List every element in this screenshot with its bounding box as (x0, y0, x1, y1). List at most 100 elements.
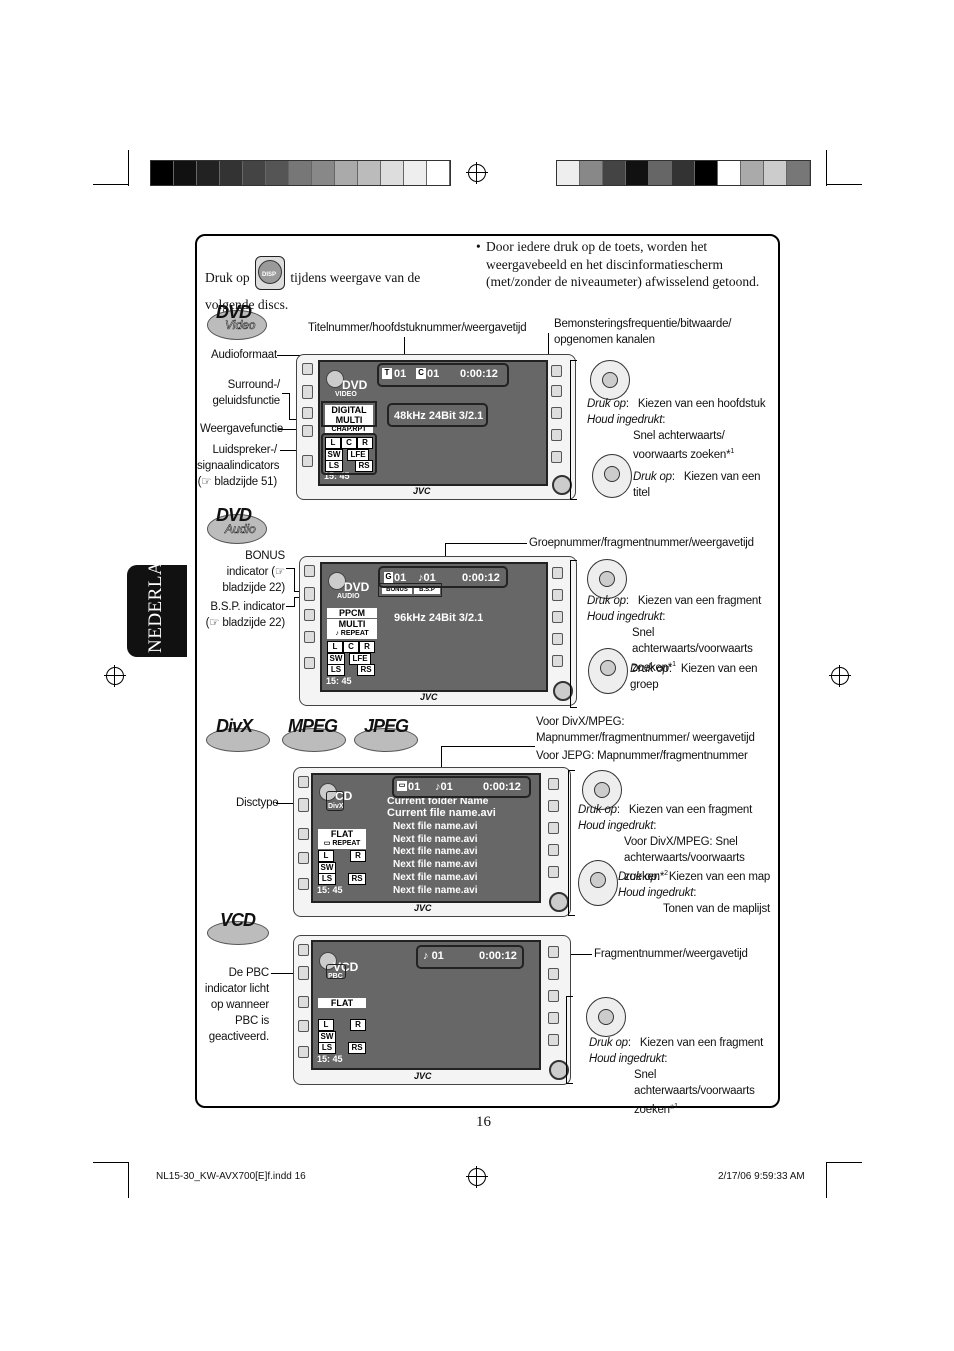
hold-label: Houd ingedrukt (587, 611, 663, 623)
pbc-indicator: PBC (328, 973, 343, 980)
bracket (570, 560, 577, 708)
label-audio-format: Audioformaat (211, 349, 277, 361)
label-surround: Surround-/ geluidsfunctie (212, 379, 280, 407)
disp-button-icon: DISP (255, 256, 285, 290)
playing-time: 0:00:12 (462, 572, 500, 584)
ctrl1-hold-text: Snel achterwaarts/ voorwaarts zoeken*1 (633, 428, 743, 463)
screen-dvd-video: DVD VIDEO DIGITAL MULTI CHAP.RPT L C R S… (318, 360, 548, 486)
callout-line (277, 355, 301, 356)
crop-mark (128, 150, 129, 186)
callout-line (441, 746, 535, 747)
footnote-ref: 1 (674, 1103, 678, 1110)
title-number: 01 (394, 368, 407, 380)
press-text: Kiezen van een titel (633, 471, 761, 499)
playing-time: 0:00:12 (479, 950, 517, 962)
press-label: Druk op (589, 1037, 628, 1049)
highlight-group-box (378, 566, 508, 588)
speaker-l: L (327, 641, 343, 653)
speaker-r: R (357, 437, 373, 449)
crop-mark (93, 1162, 129, 1163)
registration-mark-icon (466, 162, 488, 184)
highlight-speaker-box (321, 433, 377, 475)
jpeg-logo: JPEG (364, 716, 409, 736)
divx-logo: DivX (216, 716, 253, 736)
crop-mark (826, 184, 862, 185)
label-bsp: B.S.P. indicator (☞ bladzijde 22) (205, 601, 286, 629)
disc-subtype: VIDEO (335, 391, 357, 398)
hold-text: Voor DivX/MPEG: Snel achterwaarts/voorwa… (624, 836, 745, 883)
group-icon: G (384, 572, 393, 583)
track-number-value: 01 (423, 572, 436, 584)
page-number: 16 (476, 1114, 491, 1130)
registration-mark-icon (466, 1166, 488, 1188)
callout-line (286, 568, 294, 569)
speaker-r: R (350, 1019, 366, 1031)
control-knob[interactable] (549, 892, 569, 912)
footer-file: NL15-30_KW-AVX700[E]f.indd 16 (156, 1171, 306, 1182)
sound-mode: FLAT (318, 829, 366, 839)
speaker-ls: LS (327, 664, 345, 676)
vcd-disc-icon (207, 921, 269, 945)
disp-button-label: DISP (262, 272, 277, 278)
disc-icon (326, 370, 344, 388)
disc-subtype: DivX (328, 803, 344, 810)
control-knob[interactable] (552, 475, 572, 495)
speaker-c: C (341, 437, 357, 449)
title-icon: T (382, 368, 392, 379)
screen-dvd-audio: DVD AUDIO BONUS B.S.P PPCM MULTI ♪ REPEA… (320, 562, 548, 692)
instruction-pre: Druk op (205, 270, 250, 286)
disc-icon (328, 572, 346, 590)
speaker-rs: RS (348, 1042, 366, 1054)
color-bar-left (150, 160, 451, 186)
ctrl1-hold-text: Snel achterwaarts/voorwaarts zoeken*1 (634, 1067, 774, 1118)
disc-type: DVD (344, 580, 370, 594)
next-file: Next file name.avi (393, 859, 478, 870)
label-bonus: BONUS indicator (☞ bladzijde 22) (222, 550, 285, 594)
audio-format: PPCM (327, 608, 377, 618)
playing-time: 0:00:12 (483, 781, 521, 793)
press-label: Druk op (630, 663, 669, 675)
audio-format: DIGITAL (325, 405, 373, 415)
repeat-label: REPEAT (332, 840, 361, 847)
folder-number: 01 (408, 781, 421, 793)
hold-label: Houd ingedrukt (618, 887, 694, 899)
label-playback-function: Weergavefunctie (200, 423, 284, 435)
footer-date: 2/17/06 9:59:33 AM (718, 1171, 805, 1182)
crop-mark (826, 150, 827, 186)
screen-divx: CD DivX Current folder Name Current file… (311, 773, 541, 903)
label-sampling: Bemonsteringsfrequentie/bitwaarde/ opgen… (554, 318, 732, 346)
control-knob[interactable] (549, 1060, 569, 1080)
ctrl1-line: Druk op: Kiezen van een fragment (589, 1037, 764, 1049)
control-knob[interactable] (553, 681, 573, 701)
speaker-rs: RS (355, 460, 373, 472)
jvc-logo: JVC (414, 903, 432, 913)
instruction-post: tijdens weergave van de volgende discs. (205, 270, 421, 312)
press-text: Kiezen van een fragment (628, 804, 753, 816)
jpeg-disc-icon (354, 728, 418, 752)
dvd-audio-logo: DVD (216, 505, 252, 525)
callout-line (445, 543, 446, 567)
label-disctype: Disctype (236, 797, 279, 809)
press-label: Druk op (633, 471, 672, 483)
hold-label: Houd ingedrukt (578, 820, 654, 832)
hold-text: Snel achterwaarts/voorwaarts zoeken* (634, 1069, 755, 1116)
ctrl1-hold: Houd ingedrukt: (587, 414, 666, 426)
bullet-text: Door iedere druk op de toets, worden het… (486, 239, 760, 289)
playback-mode: CHAP.RPT (325, 425, 373, 435)
vcd-logo: VCD (220, 910, 256, 930)
press-label: Druk op (618, 871, 657, 883)
surround-mode: MULTI (327, 619, 377, 629)
sampling-info: 48kHz 24Bit 3/2.1 (394, 410, 484, 422)
jvc-logo: JVC (414, 1071, 432, 1081)
callout-line (404, 337, 405, 365)
joystick-horizontal-icon (587, 559, 627, 599)
next-file: Next file name.avi (393, 846, 478, 857)
highlight-format-box (321, 401, 377, 427)
chapter-icon: C (416, 368, 426, 379)
jvc-logo: JVC (413, 486, 431, 496)
speaker-l: L (318, 850, 334, 862)
highlight-pbc-box (326, 964, 346, 979)
mpeg-disc-icon (282, 728, 346, 752)
crop-mark (93, 184, 129, 185)
track-number: ♪01 (435, 781, 453, 793)
